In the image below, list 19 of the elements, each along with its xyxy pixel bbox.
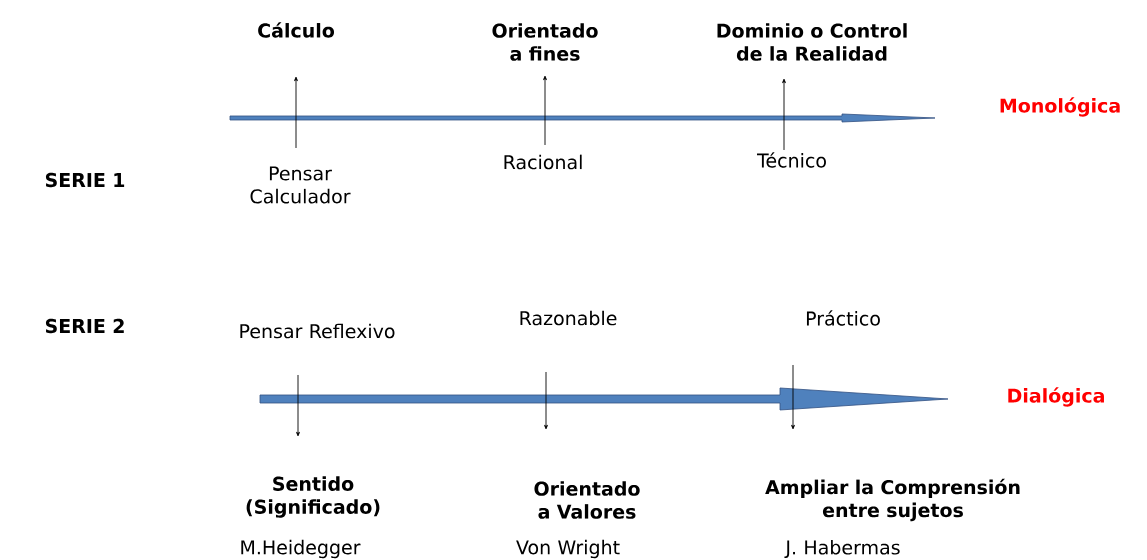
label: Dialógica — [1008, 387, 1104, 407]
label: Ampliar la Comprensión entre sujetos — [765, 478, 1020, 522]
label: Monológica — [1000, 97, 1120, 117]
label: Orientado a fines — [492, 23, 598, 61]
label: Dominio o Control de la Realidad — [717, 23, 907, 61]
label: SERIE 1 — [45, 172, 125, 188]
label: Práctico — [806, 310, 880, 326]
label: M.Heidegger — [241, 539, 361, 559]
label: Cálculo — [258, 22, 334, 38]
label: Pensar Calculador — [250, 166, 351, 204]
label: Pensar Reflexivo — [240, 323, 395, 339]
label: Técnico — [757, 152, 826, 168]
label: Sentido (Significado) — [246, 476, 380, 518]
label: Orientado a Valores — [534, 481, 640, 519]
label: J. Habermas — [784, 539, 900, 559]
label: Razonable — [520, 310, 617, 326]
label: Racional — [504, 154, 582, 170]
label: SERIE 2 — [45, 318, 124, 334]
label: Von Wright — [516, 539, 620, 559]
